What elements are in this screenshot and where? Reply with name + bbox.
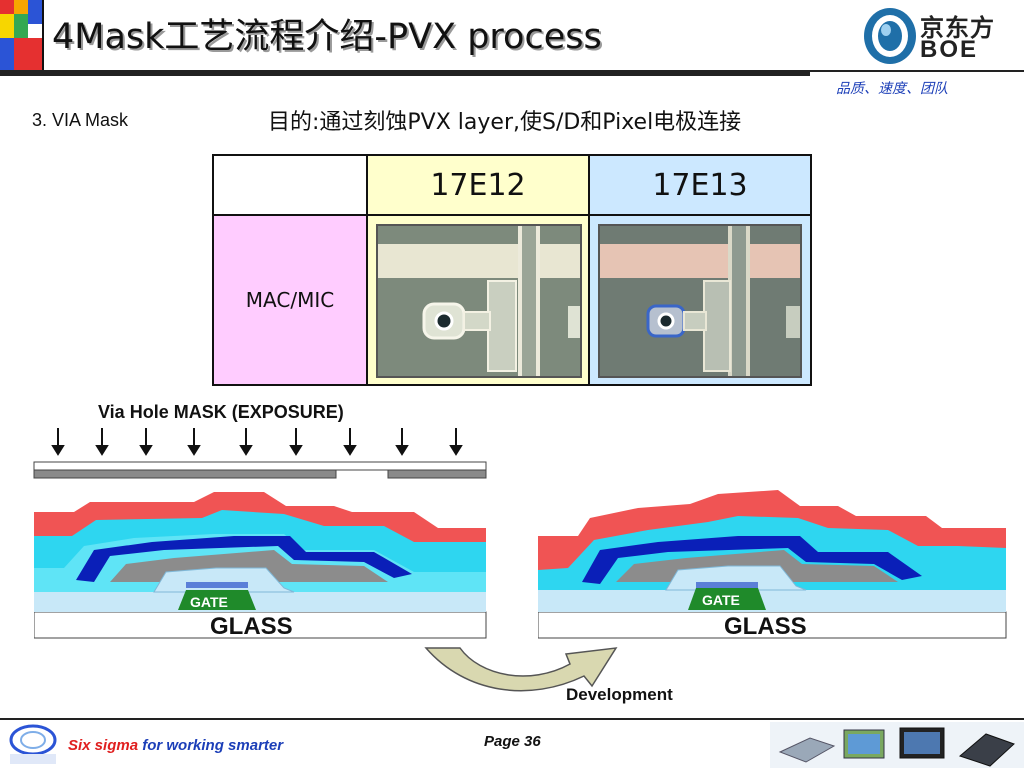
page-title-shadow: 4Mask工艺流程介绍-PVX process: [54, 19, 604, 59]
gate-label-right: GATE: [702, 592, 740, 608]
page-number: Page 36: [484, 733, 541, 750]
footer-rule: [0, 718, 1024, 720]
six-sigma-logo-icon: [9, 724, 57, 764]
cross-section-before: [34, 492, 487, 639]
six-sigma-text: Six sigma: [68, 737, 139, 754]
motto: 品质、速度、团队: [836, 81, 948, 97]
cross-section-after: [538, 490, 1007, 639]
device-strip-icon: [770, 722, 1024, 768]
brand-name-en: BOE: [920, 36, 979, 63]
table-header-17e12: 17E12: [368, 156, 590, 216]
table-header-empty: [214, 156, 368, 216]
corner-logo: [0, 0, 44, 72]
comparison-table: 17E12 17E13 MAC/MIC: [212, 154, 812, 386]
header-rule: [0, 70, 810, 76]
boe-logo-icon: [864, 8, 916, 64]
gate-label-left: GATE: [190, 594, 228, 610]
section-label: 3. VIA Mask: [32, 110, 129, 130]
glass-label-right: GLASS: [724, 613, 807, 640]
purpose-text: 目的:通过刻蚀PVX layer,使S/D和Pixel电极连接: [268, 110, 742, 135]
table-row-label: MAC/MIC: [214, 216, 368, 384]
micrograph-17e13: [598, 224, 802, 378]
header-rule-thin: [810, 70, 1024, 72]
exposure-arrows-icon: [33, 428, 487, 479]
micrograph-17e12: [376, 224, 582, 378]
development-label: Development: [566, 685, 673, 704]
diagram-title: Via Hole MASK (EXPOSURE): [98, 402, 344, 422]
page-title: 4Mask工艺流程介绍-PVX process: [52, 17, 602, 57]
development-arrow-icon: [424, 647, 618, 692]
glass-label-left: GLASS: [210, 613, 293, 640]
tagline-text: for working smarter: [138, 737, 284, 754]
table-header-17e13: 17E13: [590, 156, 810, 216]
footer-tagline: Six sigma for working smarter: [68, 737, 283, 754]
brand-name-cn: 京东方: [920, 14, 995, 42]
